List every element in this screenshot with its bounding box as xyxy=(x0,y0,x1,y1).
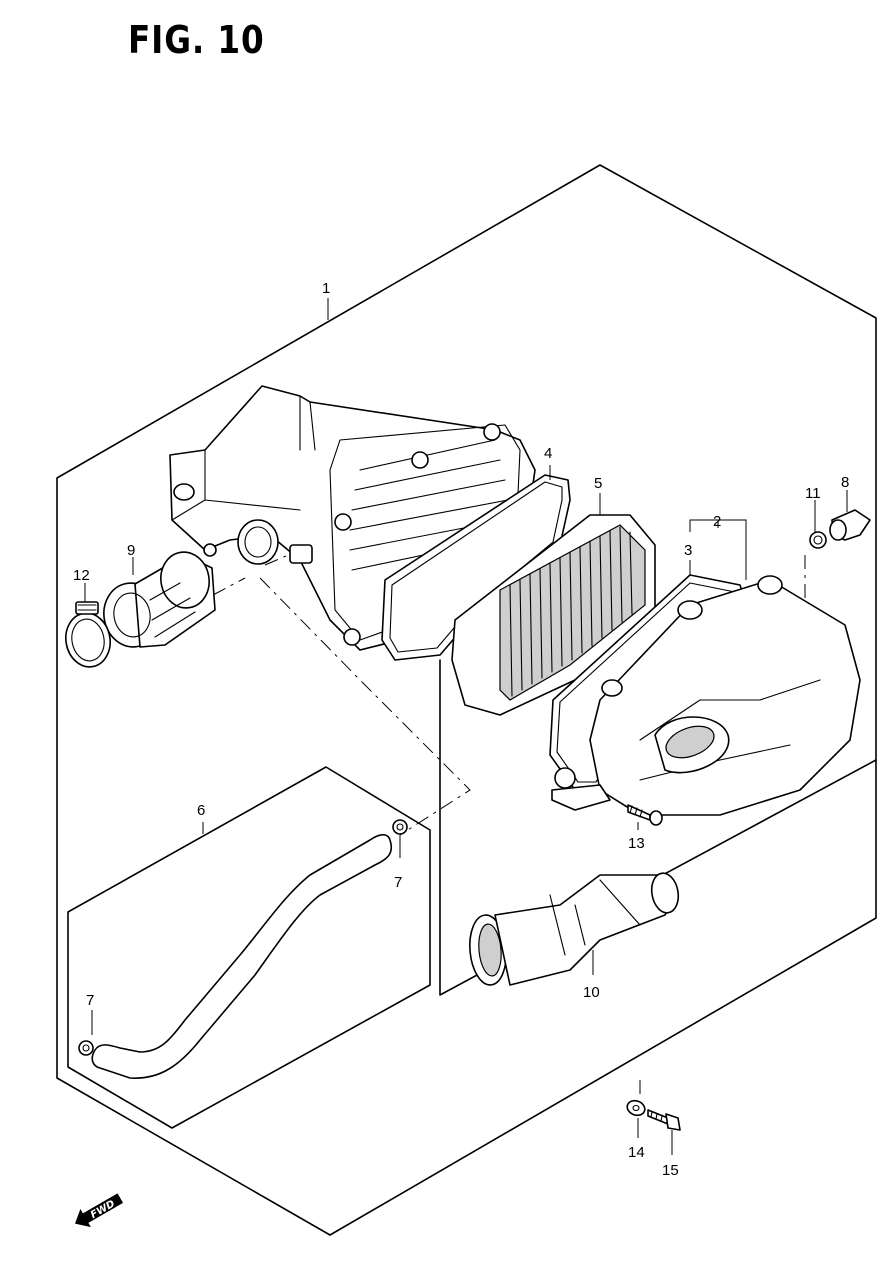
callout-3: 3 xyxy=(684,542,692,559)
washer xyxy=(626,1099,646,1117)
element-pleats xyxy=(509,526,633,697)
callout-7-upper: 7 xyxy=(394,874,402,891)
inlet-pipe xyxy=(103,551,216,648)
hose-clip-upper xyxy=(392,819,408,835)
callout-13: 13 xyxy=(628,835,645,852)
callout-11: 11 xyxy=(805,485,821,502)
callout-5: 5 xyxy=(594,475,602,492)
drain-plug xyxy=(829,509,871,541)
callout-labels: 1 2 3 4 5 6 7 7 8 9 10 11 12 13 14 15 xyxy=(73,280,849,1179)
callout-1: 1 xyxy=(322,280,330,297)
callout-9: 9 xyxy=(127,542,135,559)
fwd-arrow-icon: FWD xyxy=(75,1193,124,1228)
mounting-bolt xyxy=(647,1109,681,1131)
callout-10: 10 xyxy=(583,984,600,1001)
figure-title: FIG. 10 xyxy=(128,18,265,62)
callout-12: 12 xyxy=(73,567,90,584)
callout-7-lower: 7 xyxy=(86,992,94,1009)
drain-clip xyxy=(809,531,827,549)
inlet-duct xyxy=(469,872,680,986)
callout-2: 2 xyxy=(713,513,721,530)
hose-subbox xyxy=(67,766,431,1129)
assembly-boundary xyxy=(56,164,877,1236)
callout-14: 14 xyxy=(628,1144,645,1161)
callout-leaders xyxy=(84,298,848,1155)
hose-clip-lower xyxy=(78,1040,94,1056)
air-cleaner-cap xyxy=(551,575,861,816)
air-cleaner-element xyxy=(451,514,656,716)
callout-15: 15 xyxy=(662,1162,679,1179)
hose-clamp xyxy=(65,601,111,668)
callout-6: 6 xyxy=(197,802,205,819)
cap-screw xyxy=(627,804,663,826)
callout-8: 8 xyxy=(841,474,849,491)
breather-hose xyxy=(91,833,393,1079)
callout-4: 4 xyxy=(544,445,552,462)
subassembly-frame xyxy=(439,659,877,996)
